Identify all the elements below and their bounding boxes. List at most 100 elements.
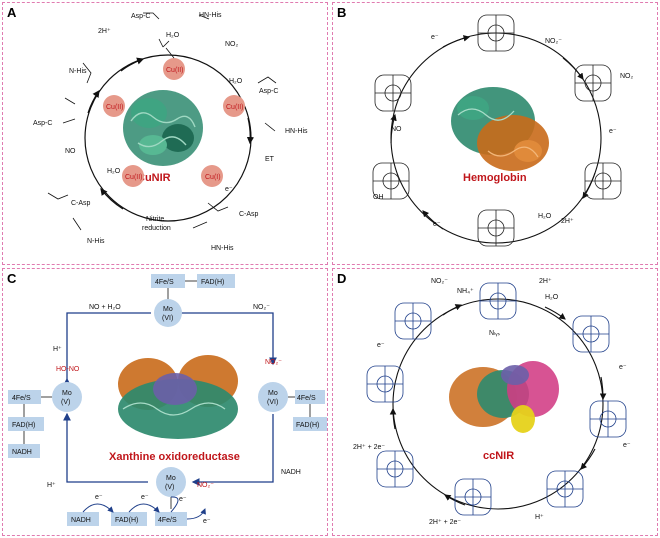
nadh-box-bottom — [67, 512, 99, 526]
copper-centers: Cu(II) Cu(II) Cu(II) Cu(I) Cu(II) — [103, 58, 245, 187]
fe4s-left: 4Fe/S — [12, 395, 31, 402]
ccnir-protein-structure — [449, 361, 559, 433]
fe4s-box-bottom — [155, 512, 187, 526]
cunir-protein-structure — [123, 90, 203, 166]
no2-label: NO₂⁻ — [545, 38, 562, 45]
asp-label-a: Asp-C — [131, 13, 150, 20]
fad-right: FAD(H) — [296, 422, 319, 429]
fad-box-bottom — [111, 512, 147, 526]
e-left-label: e⁻ — [377, 342, 385, 349]
panel-c-diagram: 4Fe/S FAD(H) Mo (VI) NO + H₂O NO₂⁻ H⁺ HO… — [8, 274, 327, 526]
panel-b-diagram: Hemoglobin e⁻ NO₂⁻ NO₂ e⁻ NO OH e⁻ H₂O 2… — [372, 14, 634, 247]
nlys-label: Nₗᵧₛ — [489, 330, 500, 337]
residue-sketches — [47, 12, 277, 231]
fe4s-box-right — [295, 390, 325, 404]
e-minus-3: e⁻ — [179, 496, 187, 503]
panel-b-label: B — [337, 5, 347, 20]
fe4s-top: 4Fe/S — [155, 279, 174, 286]
fad-top: FAD(H) — [201, 279, 224, 286]
fe4s-right: 4Fe/S — [297, 395, 316, 402]
panel-c: C 4Fe/S FAD(H) Mo (VI) NO + H₂O NO₂⁻ H⁺ … — [2, 268, 328, 536]
asp-label-d: C-Asp — [71, 200, 91, 207]
h2o-top: H₂O — [166, 32, 180, 39]
mo-bottom-label: Mo — [166, 475, 176, 482]
e-minus-2: e⁻ — [141, 494, 149, 501]
cu-bottom-right: Cu(I) — [205, 174, 221, 181]
heme-c-structures — [366, 282, 627, 516]
mo-v-left — [52, 382, 82, 412]
no2-label: NO₂ — [225, 41, 239, 48]
reduction-label: reduction — [142, 225, 171, 232]
mo-v-bottom — [156, 467, 186, 497]
h2o-left: H₂O — [107, 168, 121, 175]
nh4-label: NH₄⁺ — [457, 288, 474, 295]
his-label-c: N-His — [69, 68, 87, 75]
two-h-label: 2H⁺ — [98, 28, 111, 35]
eminus-left: e⁻ — [433, 221, 441, 228]
panel-a-label: A — [7, 5, 17, 20]
nadh-left: NADH — [12, 449, 32, 456]
mo-right-label: Mo — [268, 390, 278, 397]
no2-top-label: NO₂⁻ — [253, 304, 270, 311]
eminus-top: e⁻ — [431, 34, 439, 41]
his-label-a: HN-His — [199, 12, 222, 19]
heme-structures — [372, 14, 622, 247]
cu-bottom-left: Cu(II) — [125, 174, 143, 181]
mo-top-state: (VI) — [162, 315, 173, 322]
mo-vi-right — [258, 382, 288, 412]
his-label-e: HN-His — [211, 245, 234, 252]
eminus-label: e⁻ — [225, 186, 233, 193]
mo-bottom-state: (V) — [165, 484, 174, 491]
fad-box-left — [8, 417, 44, 431]
cu-right: Cu(II) — [226, 104, 244, 111]
panel-d: D ccNIR NO₂⁻ NH₄⁺ — [332, 268, 658, 536]
enzyme-name-ccnir: ccNIR — [483, 450, 514, 462]
panel-a: A CuNIR Cu(II) Cu(II) Cu(II) — [2, 2, 328, 265]
his-label-d: N-His — [87, 238, 105, 245]
e-right-2-label: e⁻ — [623, 442, 631, 449]
panel-c-label: C — [7, 271, 17, 286]
enzyme-name-cunir: CuNIR — [137, 172, 171, 184]
e-minus-4: e⁻ — [203, 518, 211, 525]
cu-left: Cu(II) — [106, 104, 124, 111]
panel-b: B Hemoglobin e⁻ NO₂⁻ — [332, 2, 658, 265]
fad-left: FAD(H) — [12, 422, 35, 429]
no2-substituent: NO₂ — [620, 73, 634, 80]
nadh-bottom: NADH — [71, 517, 91, 524]
his-label-b: HN-His — [285, 128, 308, 135]
asp-label-b: Asp-C — [259, 88, 278, 95]
enzyme-name-xor: Xanthine oxidoreductase — [109, 451, 240, 463]
enzyme-name-hemoglobin: Hemoglobin — [463, 172, 527, 184]
fad-box-right — [293, 417, 327, 431]
h-bottom-label: H⁺ — [47, 482, 56, 489]
e-right-1-label: e⁻ — [619, 364, 627, 371]
mo-top-label: Mo — [163, 306, 173, 313]
xor-protein-structure — [118, 355, 238, 439]
h2o-right: H₂O — [229, 78, 243, 85]
e-minus-1: e⁻ — [95, 494, 103, 501]
nadh-box-left — [8, 444, 40, 458]
oh-label: OH — [373, 194, 384, 201]
fe4s-box-top — [151, 274, 185, 288]
two-h-label: 2H⁺ — [539, 278, 552, 285]
no-label: NO — [65, 148, 76, 155]
asp-label-e: C-Asp — [239, 211, 259, 218]
panel-d-label: D — [337, 271, 347, 286]
no2-label: NO₂⁻ — [431, 278, 448, 285]
no2-bottom-label: NO₂⁻ — [197, 482, 214, 489]
no-label: NO — [391, 126, 402, 133]
hemoglobin-protein-structure — [451, 87, 549, 171]
h2o-label: H₂O — [545, 294, 559, 301]
mo-left-state: (V) — [61, 399, 70, 406]
fe4s-bottom: 4Fe/S — [158, 517, 177, 524]
mo-left-label: Mo — [62, 390, 72, 397]
two-h-2e-bottom: 2H⁺ + 2e⁻ — [429, 519, 461, 526]
mo-right-state: (VI) — [267, 399, 278, 406]
cu-top: Cu(II) — [166, 67, 184, 74]
h-bottom-label: H⁺ — [535, 514, 544, 521]
hono-label: HO-NO — [56, 366, 80, 373]
no2-right-label: NO₂⁻ — [265, 359, 282, 366]
panel-a-diagram: CuNIR Cu(II) Cu(II) Cu(II) Cu(I) Cu(II) … — [33, 12, 308, 252]
nadh-right: NADH — [281, 469, 301, 476]
panel-d-diagram: ccNIR NO₂⁻ NH₄⁺ 2H⁺ H₂O e⁻ e⁻ e⁻ H⁺ 2H⁺ … — [353, 278, 631, 526]
